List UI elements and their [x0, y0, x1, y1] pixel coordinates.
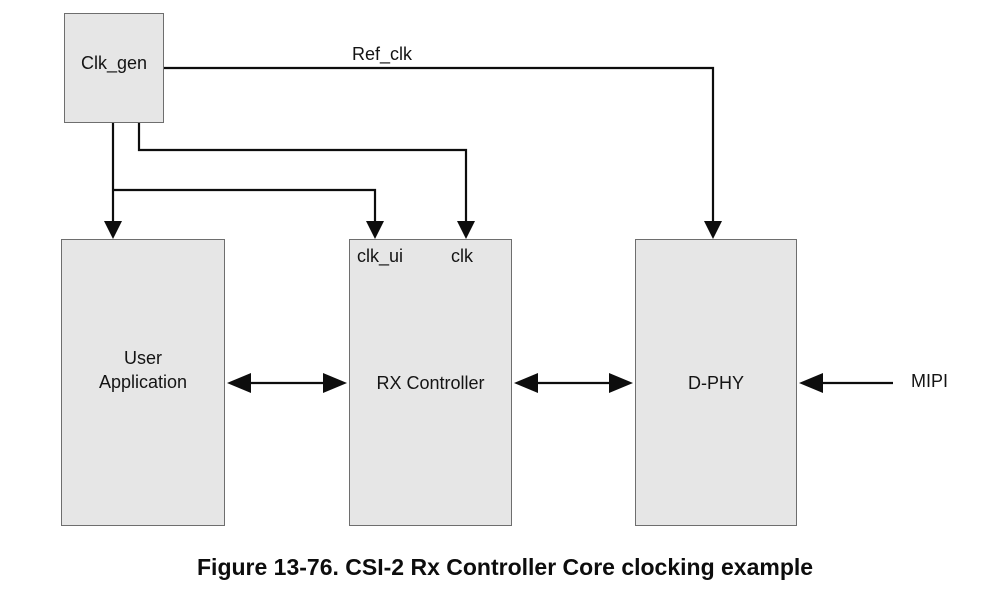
user-app-rx-left-arrowhead [227, 373, 251, 393]
d-phy-block: D-PHY [635, 239, 797, 526]
ref-clk-signal-label: Ref_clk [352, 44, 413, 64]
ref-clk-wire [164, 66, 715, 222]
clk-ui-wire [112, 188, 377, 222]
user-application-label: User Application [98, 347, 188, 392]
rx-port-clk-ui-label: clk_ui [357, 246, 404, 266]
mipi-arrowhead [799, 373, 823, 393]
rx-controller-block: RX Controller [349, 239, 512, 526]
user-application-block: User Application [61, 239, 225, 526]
rx-dphy-left-arrowhead [514, 373, 538, 393]
rx-port-clk-label: clk [451, 246, 473, 266]
user-app-rx-right-arrowhead [323, 373, 347, 393]
user-app-arrowhead [104, 221, 122, 239]
clk-gen-label: Clk_gen [80, 53, 148, 73]
rx-controller-label: RX Controller [376, 372, 485, 393]
mipi-signal-label: MIPI [911, 371, 949, 391]
clk-arrowhead [457, 221, 475, 239]
figure-caption: Figure 13-76. CSI-2 Rx Controller Core c… [197, 554, 814, 580]
ref-clk-arrowhead [704, 221, 722, 239]
rx-dphy-right-arrowhead [609, 373, 633, 393]
clk-ui-arrowhead [366, 221, 384, 239]
clk-wire [137, 122, 468, 222]
d-phy-label: D-PHY [687, 372, 744, 393]
clk-gen-block: Clk_gen [64, 13, 164, 123]
